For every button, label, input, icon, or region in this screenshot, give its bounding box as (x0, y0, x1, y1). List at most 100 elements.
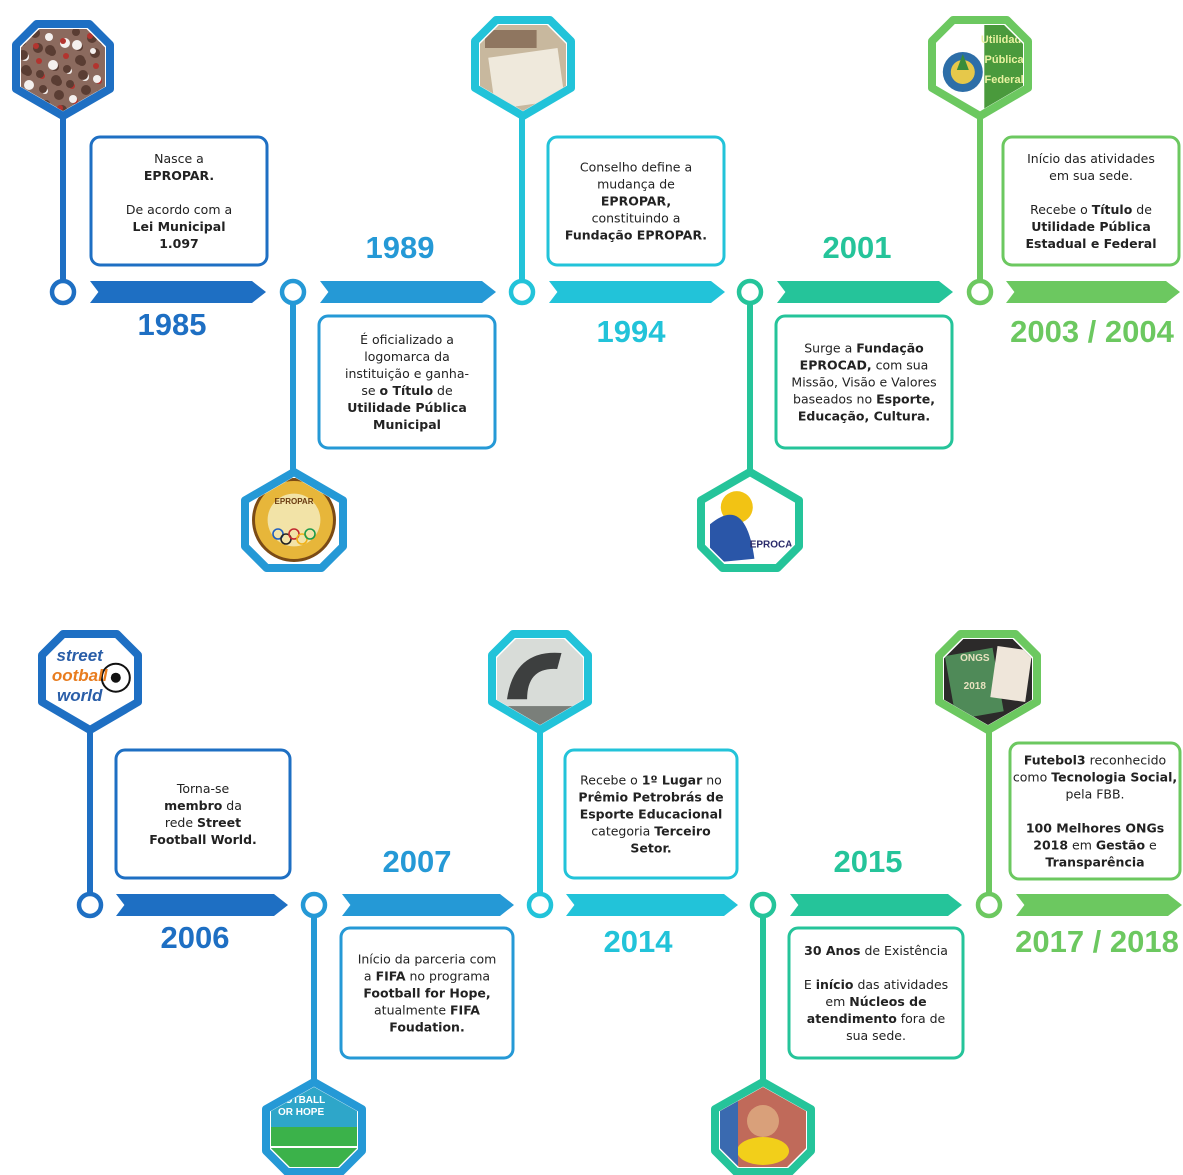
description-segment: 1.097 (159, 236, 199, 251)
description-segment: das atividades (853, 977, 948, 992)
photo-badge-frame (697, 468, 803, 572)
description-segment: Tecnologia Social, (1051, 770, 1177, 785)
description-segment: Início da parceria com (358, 952, 497, 967)
description-segment: Futebol3 (1024, 753, 1086, 768)
description-segment: Missão, Visão e Valores (791, 375, 936, 390)
timeline-arrow (566, 894, 738, 916)
seal-label: Federal (985, 74, 1024, 86)
description-box (1008, 741, 1182, 881)
description-segment: se (361, 383, 379, 398)
description-segment: Gestão (1096, 838, 1146, 853)
description-segment: Esporte Educacional (580, 807, 723, 822)
year-label: 2003 / 2004 (1010, 314, 1175, 349)
timeline-pin (279, 278, 307, 306)
photo-label: ONGS (960, 653, 990, 664)
timeline-pin (49, 278, 77, 306)
description-segment: mudança de (597, 177, 675, 192)
description-segment: Fundação EPROPAR. (565, 228, 707, 243)
photo-badge-frame (241, 468, 347, 572)
description-box (563, 748, 739, 880)
photo-badge-frame (12, 20, 114, 120)
description-segment: constituindo a (592, 211, 681, 226)
description-box (787, 926, 965, 1060)
description-segment: 1º Lugar (642, 773, 703, 788)
description-segment: o Título (380, 383, 434, 398)
description-segment: e (1145, 838, 1157, 853)
description-segment: FIFA (376, 969, 406, 984)
description-segment: Setor. (630, 841, 671, 856)
description-segment: Football for Hope, (363, 986, 490, 1001)
photo-badge-frame (711, 1078, 815, 1175)
description-segment: reconhecido (1086, 753, 1167, 768)
description-segment: Título (1092, 202, 1133, 217)
description-segment: em (1068, 838, 1096, 853)
description-box (546, 135, 726, 267)
year-label: 1985 (138, 307, 207, 342)
description-box (1001, 135, 1181, 267)
logo-label: EPROCA (750, 540, 793, 551)
description-box (339, 926, 515, 1060)
description-segment: Terceiro (654, 824, 711, 839)
timeline-arrow (116, 894, 288, 916)
logo-label: ootball (52, 666, 109, 685)
description-segment: EPROPAR. (144, 168, 214, 183)
description-segment: categoria (591, 824, 654, 839)
description-segment: FIFA (450, 1003, 480, 1018)
description-segment: logomarca da (364, 349, 450, 364)
year-label: 2015 (834, 844, 903, 879)
description-segment: Transparência (1045, 855, 1144, 870)
description-segment: baseados no (793, 392, 876, 407)
year-label: 2006 (161, 920, 230, 955)
description-segment: Street (197, 815, 241, 830)
timeline-arrow (342, 894, 514, 916)
timeline-pin (749, 891, 777, 919)
description-segment: Surge a (804, 341, 856, 356)
logo-label: OR HOPE (278, 1107, 324, 1118)
description-segment: 2018 (1033, 838, 1068, 853)
description-segment: Foudation. (389, 1020, 464, 1035)
description-segment: início (816, 977, 854, 992)
timeline-arrow (549, 281, 725, 303)
photo-badge-frame (488, 630, 592, 734)
timeline-arrow (1006, 281, 1180, 303)
timeline-arrow (790, 894, 962, 916)
description-segment: Início das atividades (1027, 151, 1155, 166)
description-segment: Municipal (373, 417, 441, 432)
logo-label: world (57, 686, 103, 705)
description-segment: Recebe o (1030, 202, 1092, 217)
description-segment: E (804, 977, 816, 992)
description-box (89, 135, 269, 267)
logo-label: OOTBALL (277, 1095, 325, 1106)
description-segment: em sua sede. (1049, 168, 1133, 183)
description-segment: instituição e ganha- (345, 366, 469, 381)
timeline-pin (300, 891, 328, 919)
timeline-arrow (1016, 894, 1182, 916)
description-segment: de Existência (860, 943, 947, 958)
description-segment: Prêmio Petrobrás de (578, 790, 723, 805)
year-label: 2007 (383, 844, 452, 879)
year-label: 2014 (604, 924, 674, 959)
description-segment: pela FBB. (1065, 787, 1124, 802)
description-box (114, 748, 292, 880)
year-label: 1994 (597, 314, 667, 349)
timeline-pin (975, 891, 1003, 919)
description-segment: em (825, 994, 849, 1009)
description-segment: como (1013, 770, 1051, 785)
description-segment: Núcleos de (849, 994, 926, 1009)
description-segment: É oficializado a (360, 332, 454, 347)
description-segment: Torna-se (176, 781, 230, 796)
year-label: 1989 (366, 230, 435, 265)
photo-badge-frame (38, 630, 142, 734)
description-segment: EPROCAD, (800, 358, 872, 373)
